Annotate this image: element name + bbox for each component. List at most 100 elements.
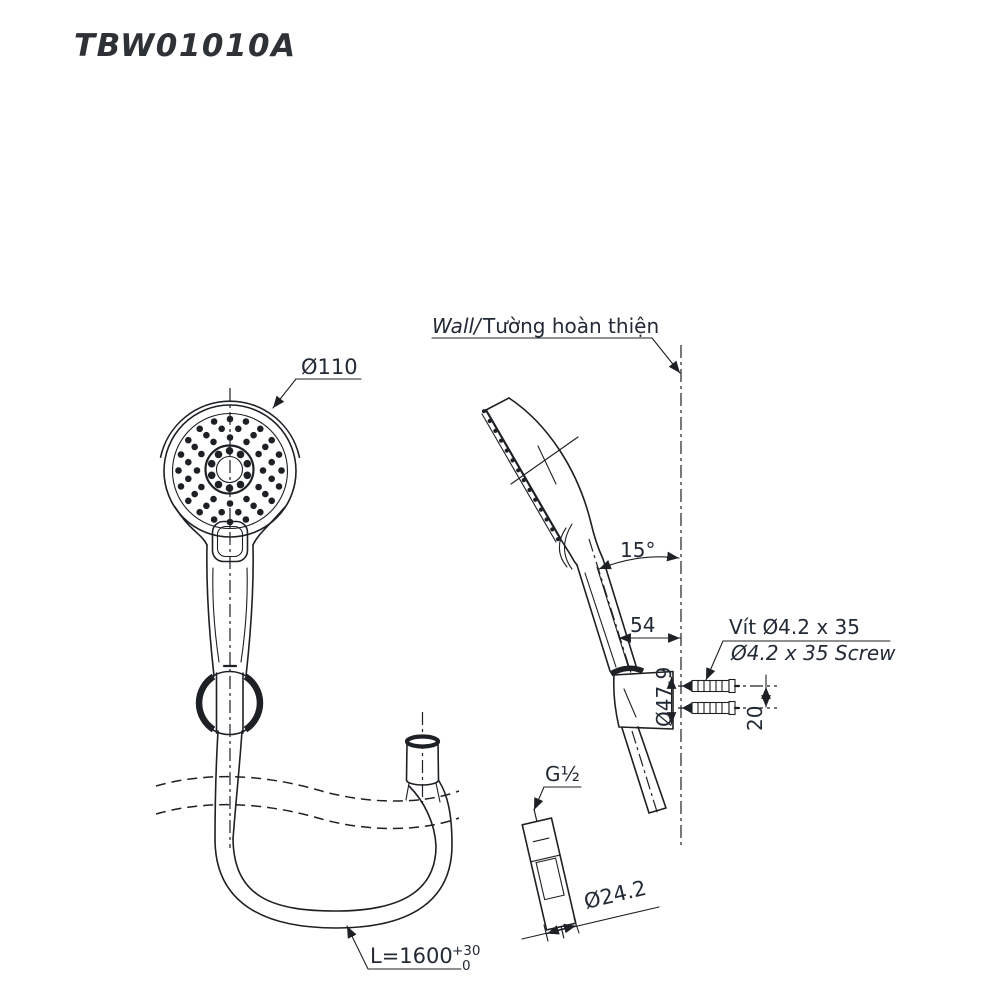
side-handle-inner-lines bbox=[584, 566, 629, 668]
spray-dot bbox=[203, 502, 210, 510]
neck-left bbox=[174, 506, 208, 546]
spray-dot bbox=[278, 467, 285, 474]
spray-dot bbox=[210, 495, 217, 503]
spray-dot-ring-3 bbox=[175, 415, 285, 526]
connector-divider bbox=[530, 854, 561, 863]
ring-nozzle-dot bbox=[236, 450, 245, 459]
head-rim-band bbox=[159, 400, 301, 458]
screw-spacing-label: 20 bbox=[743, 706, 767, 731]
connector-body bbox=[521, 817, 577, 931]
hose-loop-outer bbox=[214, 780, 453, 929]
side-head-back bbox=[508, 397, 638, 670]
spray-dot bbox=[268, 458, 276, 466]
side-nozzle-dot bbox=[555, 537, 561, 542]
spray-dot bbox=[275, 451, 283, 458]
ring-nozzle-dot bbox=[243, 471, 252, 480]
spray-dot bbox=[257, 508, 264, 516]
ring-nozzle-dot bbox=[207, 459, 216, 468]
screw-tip bbox=[682, 680, 692, 692]
screw-tip bbox=[682, 702, 692, 714]
handle-inner-line-left bbox=[212, 567, 220, 663]
side-nozzle-dot bbox=[544, 517, 549, 522]
spray-dot bbox=[198, 450, 205, 458]
spray-dot bbox=[203, 431, 210, 439]
hose-upper-left bbox=[214, 730, 219, 842]
holder-clamp-edges bbox=[215, 672, 244, 734]
side-nozzle-dot bbox=[504, 448, 509, 453]
side-head-face bbox=[484, 408, 562, 540]
wall-offset-label: 54 bbox=[630, 613, 655, 637]
spray-dot bbox=[235, 508, 242, 516]
ring-nozzle-dot bbox=[207, 471, 216, 480]
bracket-clamp-band bbox=[609, 665, 645, 677]
spray-dot bbox=[262, 490, 269, 498]
ring-nozzle-dot bbox=[243, 459, 252, 468]
spray-dot bbox=[196, 425, 203, 433]
fitting-sides bbox=[405, 742, 440, 781]
bracket-diameter-label: Ø47.9 bbox=[652, 667, 676, 727]
spray-dot bbox=[218, 425, 225, 433]
side-nozzle-dot bbox=[516, 468, 521, 473]
side-head-cross-mark bbox=[510, 436, 579, 485]
hose-connector bbox=[521, 808, 577, 941]
spray-dot bbox=[210, 438, 217, 446]
head-dia-leader bbox=[272, 378, 297, 409]
ring-nozzle-dot bbox=[236, 480, 245, 489]
connector-inner bbox=[535, 857, 565, 901]
connector-dia-arrow-left bbox=[546, 925, 560, 935]
spray-dot bbox=[196, 508, 203, 516]
thread-label-leader bbox=[533, 786, 545, 811]
connector-dia-ext-lines bbox=[543, 917, 580, 942]
ring-nozzle-dot bbox=[214, 480, 223, 489]
spray-dot bbox=[259, 467, 267, 474]
bracket-inner-line bbox=[623, 688, 637, 718]
spray-dot bbox=[185, 436, 192, 444]
angle-label: 15° bbox=[620, 538, 655, 562]
spray-dot-ring-2 bbox=[185, 425, 276, 516]
side-hose-centerline bbox=[631, 730, 659, 816]
handle-inner-line-right bbox=[240, 567, 248, 663]
handle-right-edge bbox=[245, 544, 254, 677]
screw-threads bbox=[697, 679, 723, 693]
spray-dot bbox=[226, 415, 234, 423]
spray-dot bbox=[185, 497, 192, 505]
spray-dot bbox=[257, 425, 264, 433]
mode-button-inner bbox=[216, 525, 244, 558]
break-line-upper bbox=[155, 775, 460, 802]
bracket-body bbox=[612, 670, 674, 730]
side-head-top bbox=[485, 397, 510, 411]
spray-dot bbox=[255, 450, 262, 458]
mounting-screw-bottom bbox=[682, 700, 741, 716]
spray-dot bbox=[235, 425, 242, 433]
spray-dot bbox=[191, 443, 198, 451]
connector-diameter-label: Ø24.2 bbox=[582, 876, 649, 914]
side-button-arcs bbox=[558, 523, 573, 570]
spray-dot bbox=[242, 516, 250, 523]
screw-label-leader bbox=[705, 640, 724, 681]
spray-dot bbox=[193, 467, 201, 474]
spray-dot bbox=[185, 475, 192, 483]
spray-dot bbox=[177, 451, 185, 458]
spray-dot bbox=[175, 467, 182, 474]
center-ring-nozzles bbox=[207, 447, 252, 493]
side-nozzle-dot bbox=[533, 497, 538, 502]
spray-dot bbox=[250, 502, 257, 510]
side-nozzle-dot bbox=[538, 507, 544, 512]
side-view: Wall/ Tường hoàn thiện 15° 54 bbox=[431, 314, 896, 942]
thread-label: G½ bbox=[545, 762, 580, 786]
center-ring-outer bbox=[204, 444, 255, 495]
head-face-circle bbox=[171, 412, 289, 530]
fitting-bottom bbox=[405, 779, 440, 786]
spray-dot bbox=[210, 516, 218, 523]
screw-label-vi: Vít Ø4.2 x 35 bbox=[729, 615, 860, 639]
spray-dot bbox=[268, 475, 276, 483]
spray-dot bbox=[210, 418, 218, 425]
side-nozzle-dot bbox=[521, 478, 526, 483]
hose-length-tol-plus: +30 bbox=[452, 943, 481, 959]
side-nozzle-dot bbox=[487, 418, 492, 424]
ring-nozzle-dot bbox=[214, 450, 223, 459]
hose-length-leader bbox=[346, 925, 462, 970]
side-face-nozzles bbox=[481, 409, 561, 542]
head-diameter-label: Ø110 bbox=[301, 355, 358, 379]
